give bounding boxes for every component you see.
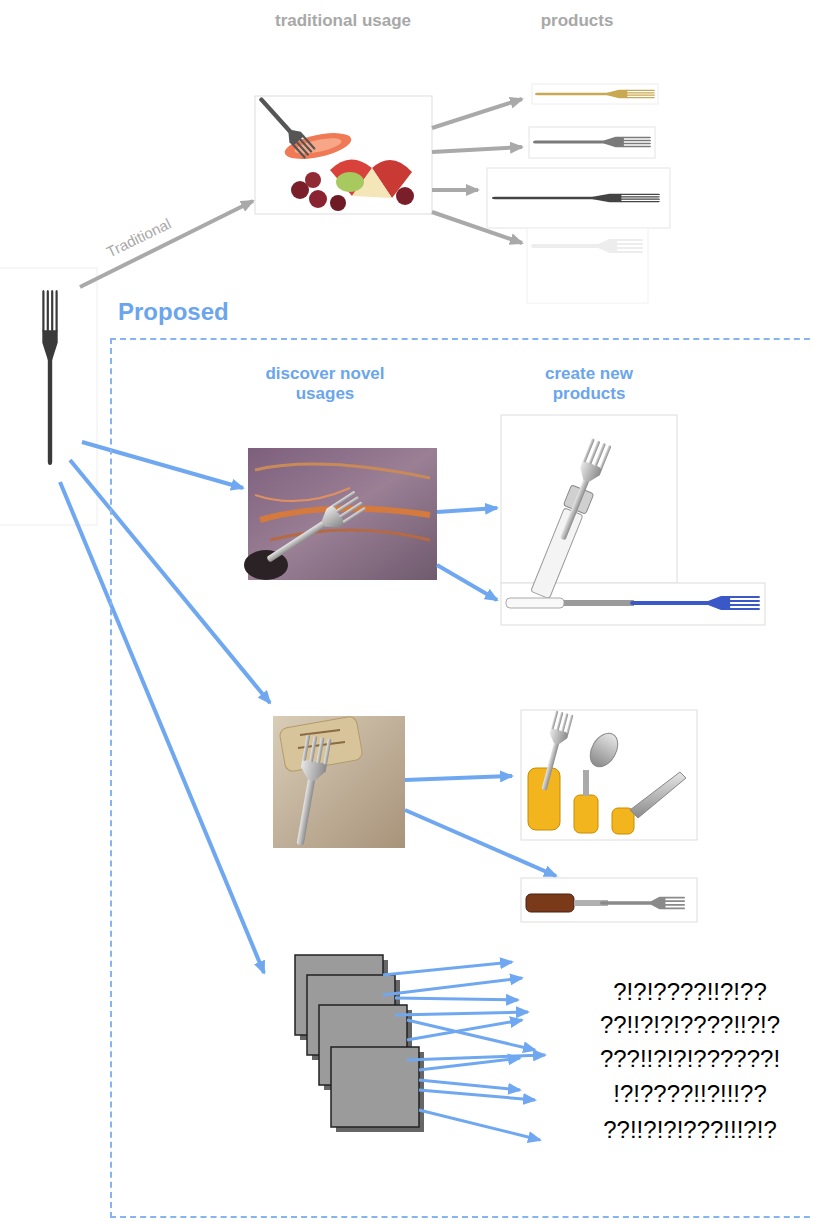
column-heading: traditional usage	[275, 11, 411, 31]
unknown-output: ??!!?!?!???!!!?!?	[603, 1116, 776, 1145]
proposed-region: Proposed	[110, 338, 814, 1218]
unknown-output: ???!!?!?!??????!	[600, 1045, 780, 1074]
unknown-output: !?!????!!?!!!??	[613, 1080, 766, 1109]
column-heading: create new products	[519, 364, 659, 405]
unknown-output: ??!!?!?!????!!?!?	[600, 1011, 780, 1040]
column-heading: discover novel usages	[255, 364, 395, 405]
arrow-label: Traditional	[104, 215, 174, 262]
region-heading: Proposed	[118, 298, 229, 326]
unknown-output: ?!?!????!!?!??	[613, 978, 766, 1007]
column-heading: products	[541, 11, 614, 31]
